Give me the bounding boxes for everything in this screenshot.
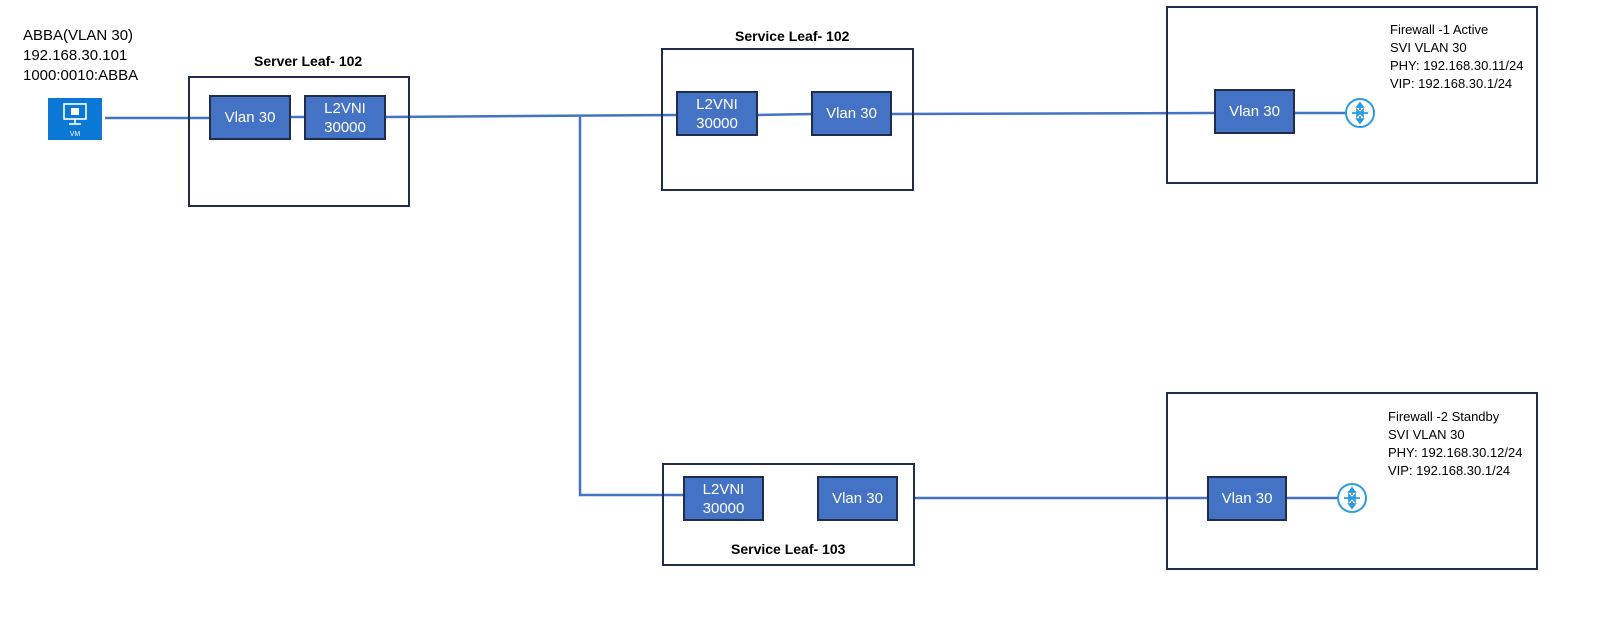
firewall-1-name: Firewall -1 Active xyxy=(1390,22,1489,37)
service-leaf-102-frame xyxy=(661,48,914,191)
firewall-2-vlan-label: Vlan 30 xyxy=(1221,490,1273,507)
firewall-2-info: Firewall -2 Standby SVI VLAN 30 PHY: 192… xyxy=(1388,408,1522,480)
firewall-2-phy: PHY: 192.168.30.12/24 xyxy=(1388,445,1523,460)
server-leaf-frame xyxy=(188,76,410,207)
firewall-2-svi: SVI VLAN 30 xyxy=(1388,427,1465,442)
links xyxy=(105,111,1346,500)
host-ip: 192.168.30.101 xyxy=(23,47,128,64)
service-leaf-102-vlan-block: Vlan 30 xyxy=(811,91,892,136)
server-leaf-title: Server Leaf- 102 xyxy=(254,53,363,69)
server-leaf-vlan-block: Vlan 30 xyxy=(209,95,291,140)
host-mac: 1000:0010:ABBA xyxy=(23,67,139,84)
server-leaf-vlan-label: Vlan 30 xyxy=(224,109,276,126)
link-service-102-l2vni-to-vlan xyxy=(756,112,814,117)
link-branch-to-service-leaf-103 xyxy=(578,117,685,497)
host-name: ABBA(VLAN 30) xyxy=(23,27,134,44)
service-leaf-102-vlan-label: Vlan 30 xyxy=(826,105,877,122)
link-server-leaf-to-service-leaf-102 xyxy=(384,113,679,119)
firewall-1-phy: PHY: 192.168.30.11/24 xyxy=(1390,58,1524,73)
vm-icon-label: VM xyxy=(70,131,81,138)
link-service-102-to-firewall-1 xyxy=(889,111,1218,116)
service-leaf-102-l2vni-block: L2VNI 30000 xyxy=(676,91,758,136)
vm-icon: VM xyxy=(48,98,102,140)
service-leaf-103-vlan-block: Vlan 30 xyxy=(817,476,898,521)
firewall-1-frame xyxy=(1166,6,1538,184)
firewall-1-svi: SVI VLAN 30 xyxy=(1390,40,1467,55)
service-leaf-103-l2vni-label: L2VNI xyxy=(702,480,745,498)
service-leaf-102-title: Service Leaf- 102 xyxy=(735,28,850,44)
firewall-2-vlan-block: Vlan 30 xyxy=(1207,476,1287,521)
firewall-1-info: Firewall -1 Active SVI VLAN 30 PHY: 192.… xyxy=(1390,21,1523,93)
service-leaf-102-l2vni-id: 30000 xyxy=(696,114,738,132)
service-leaf-103-l2vni-block: L2VNI 30000 xyxy=(683,476,764,521)
router-icon xyxy=(1345,98,1375,128)
service-leaf-103-frame xyxy=(662,463,915,566)
service-leaf-103-l2vni-id: 30000 xyxy=(702,499,745,517)
service-leaf-103-title: Service Leaf- 103 xyxy=(731,541,846,557)
firewall-1-vlan-label: Vlan 30 xyxy=(1229,103,1280,120)
server-leaf-l2vni-label: L2VNI xyxy=(324,99,366,117)
host-label: ABBA(VLAN 30) 192.168.30.101 1000:0010:A… xyxy=(23,26,138,86)
firewall-2-vip: VIP: 192.168.30.1/24 xyxy=(1388,463,1511,478)
firewall-1-vlan-block: Vlan 30 xyxy=(1214,89,1295,134)
service-leaf-102-l2vni-label: L2VNI xyxy=(696,95,738,113)
firewall-2-name: Firewall -2 Standby xyxy=(1388,409,1500,424)
service-leaf-103-vlan-label: Vlan 30 xyxy=(832,490,883,507)
server-leaf-l2vni-block: L2VNI 30000 xyxy=(304,95,386,140)
router-icon xyxy=(1337,483,1367,513)
firewall-1-vip: VIP: 192.168.30.1/24 xyxy=(1390,76,1513,91)
firewall-2-frame xyxy=(1166,392,1538,570)
server-leaf-l2vni-id: 30000 xyxy=(324,118,366,136)
